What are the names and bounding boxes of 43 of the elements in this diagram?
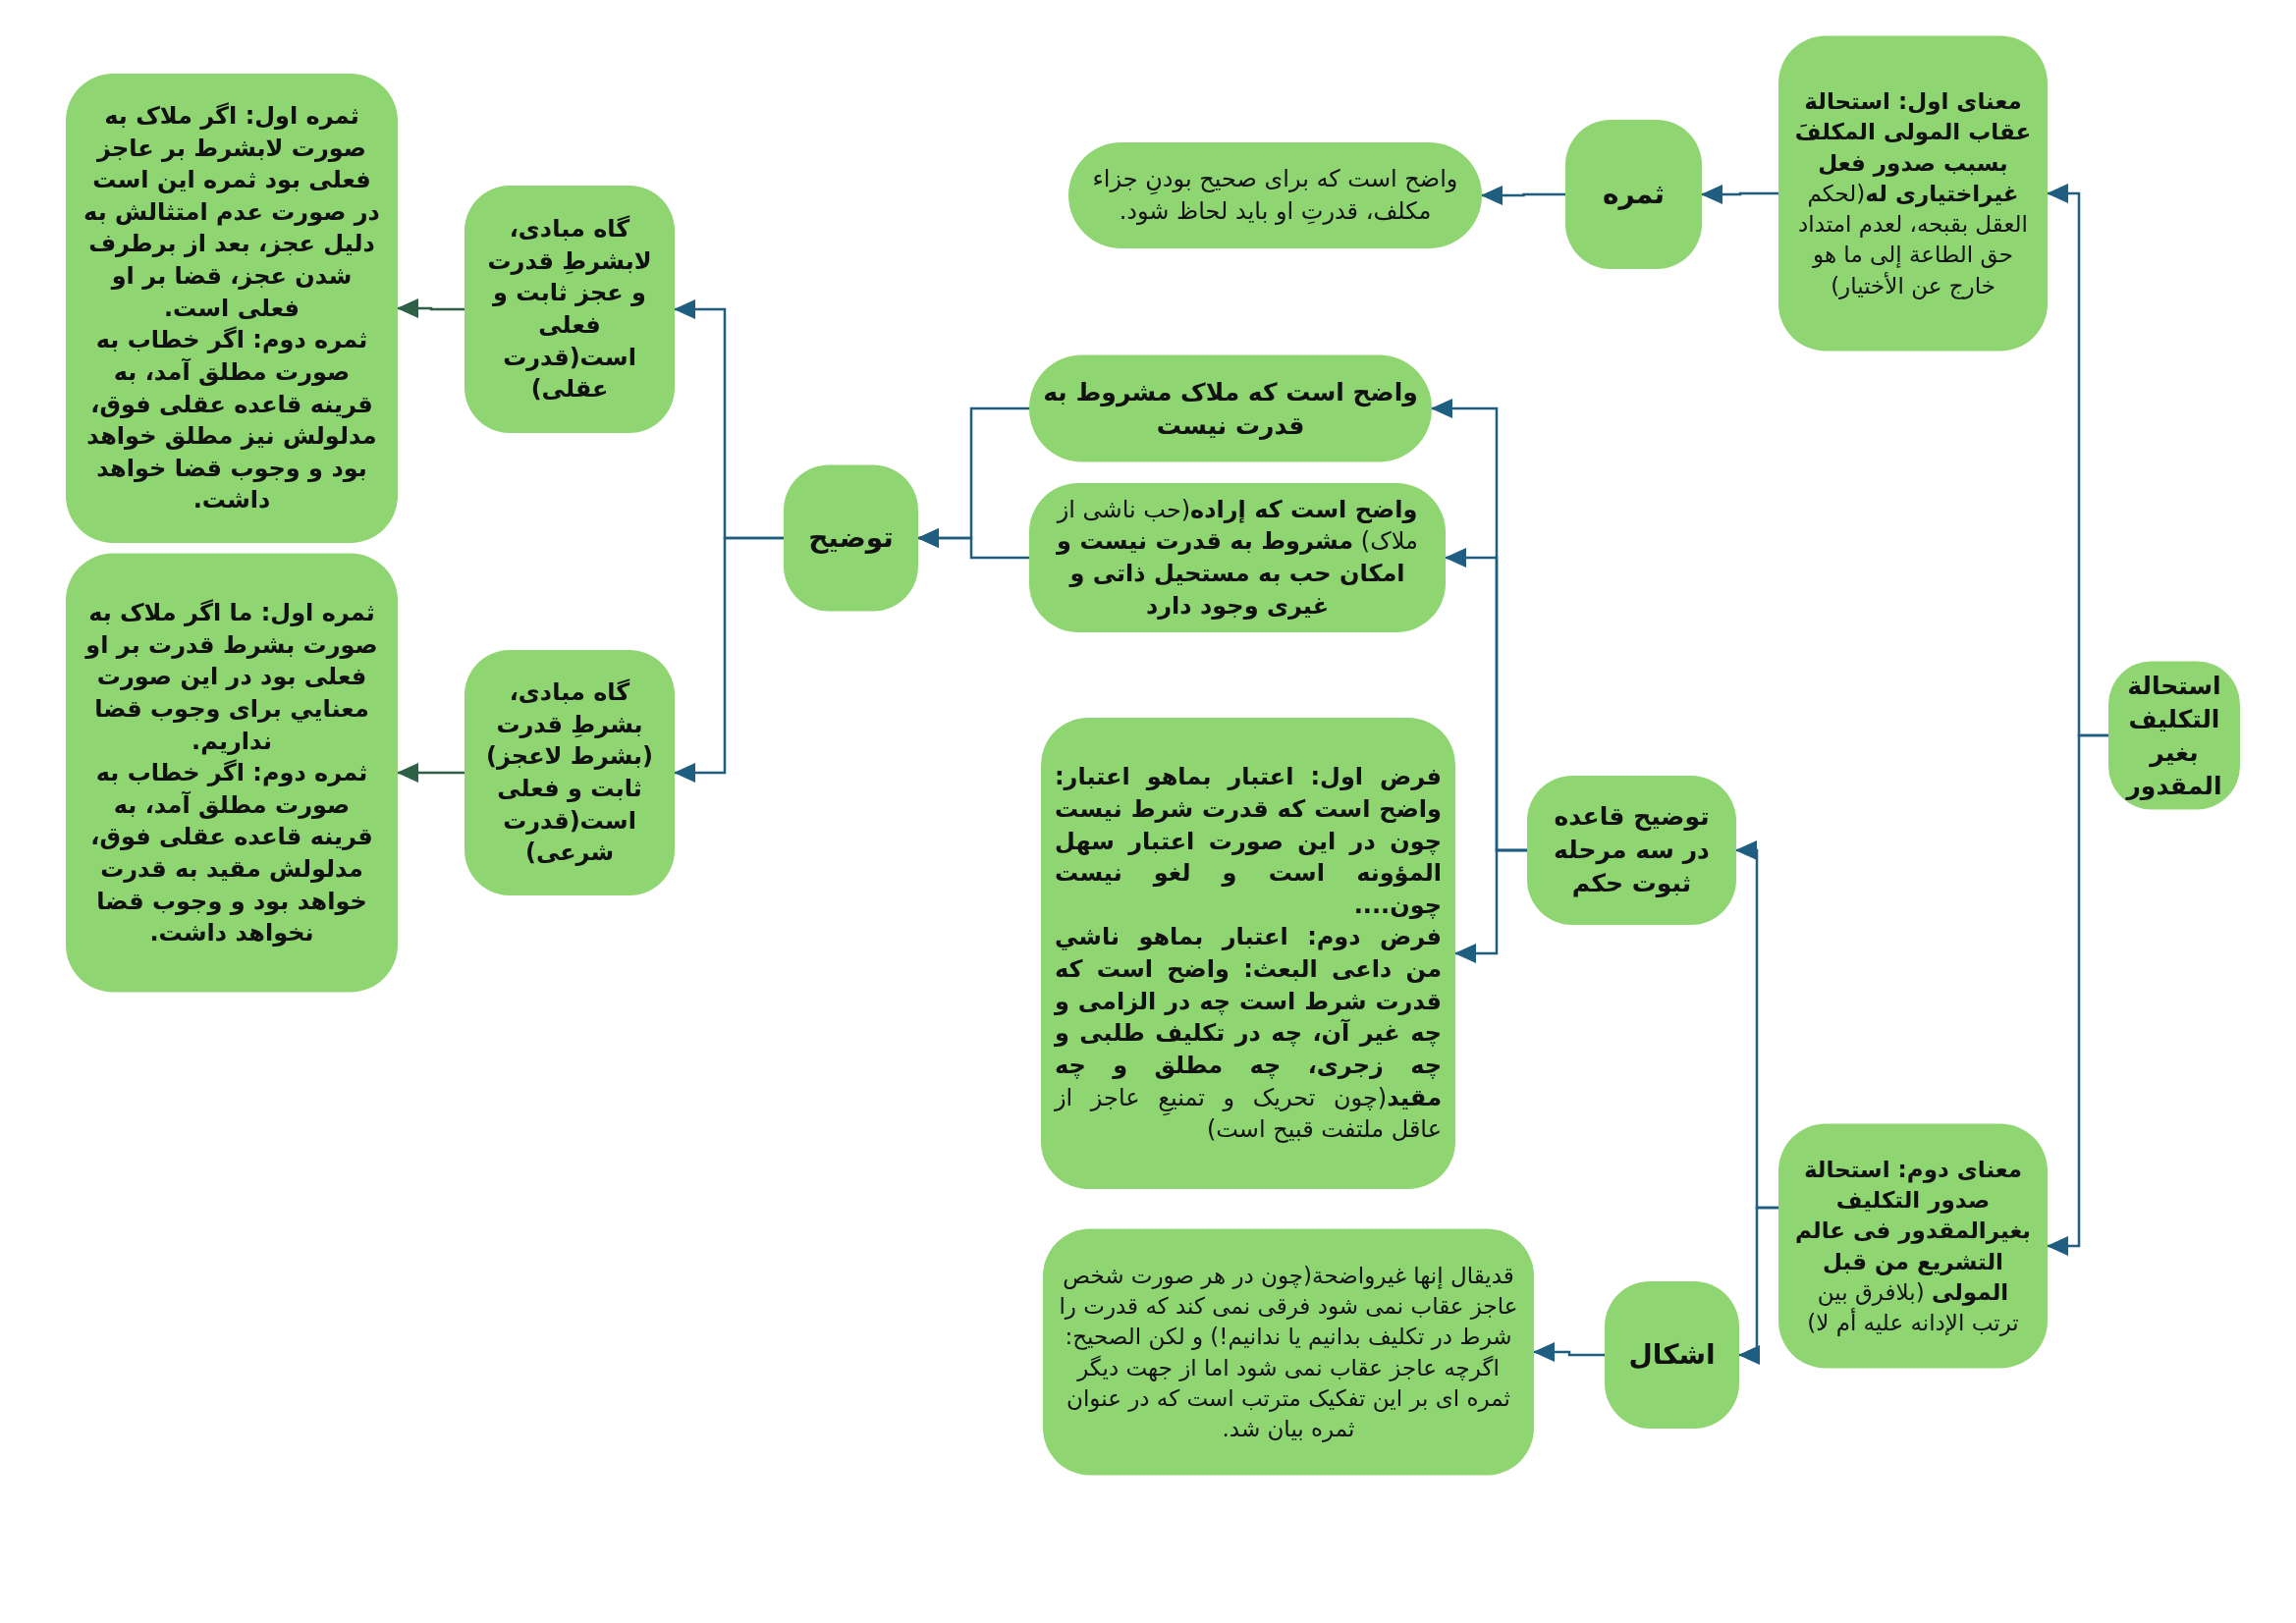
node-text: قدیقال إنها غیرواضحة(چون در هر صورت شخص عاجز عقاب نمی شود فرقی نمی کند که قدرت را شرط در تکلیف بدانیم یا ندانیم!) و لکن الصحیح: اگرچه عاجز عقاب نمی شود اما از جهت دیگر ثمره ای بر این تفکیک مترتب است که در عنوان ثمره بیان شد. (1058, 1261, 1519, 1444)
node-text: ثمره دوم: اگر خطاب به صورت مطلق آمد، به قرینه قاعده عقلی فوق، مدلولش مقید به قدرت خواهد بود و وجوب قضا نخواهد داشت. (89, 757, 374, 948)
node-text: ثمره دوم: اگر خطاب به صورت مطلق آمد، به قرینه قاعده عقلی فوق، مدلولش نیز مطلق خواهد بود و وجوب قضا خواهد داشت. (85, 325, 378, 516)
rounded-box (1778, 1123, 2048, 1369)
node-text: ثمره اول: اگر ملاک به صورت لابشرط بر عاجز فعلی بود ثمره این است در صورت عدم امتثالش به دلیل عجز، بعد از برطرف شدن عجز، قضا بر او فعلی است. (82, 100, 381, 324)
node-text: توضیح (807, 519, 895, 556)
node-text: فرض اول: اعتبار بماهو اعتبار: واضح است که قدرت شرط نیست چون در این صورت اعتبار سهل المؤونه است و لغو نیست چون.... (1055, 762, 1442, 921)
rounded-box (2108, 661, 2240, 810)
node-text: اشکال (1627, 1336, 1717, 1373)
node-text: استحالة التکلیف بغیر المقدور (2124, 670, 2223, 802)
rounded-box (1029, 483, 1446, 632)
arrow (1454, 848, 1527, 963)
rounded-box (1527, 776, 1736, 925)
node-text: گاه مبادی، لابشرطِ قدرت و عجز ثابت و فعلی است(قدرت عقلی) (486, 214, 653, 406)
rounded-box (66, 553, 398, 993)
rounded-box (465, 186, 675, 433)
node-text: ثمره اول: ما اگر ملاک به صورت بشرط قدرت بر او فعلی بود در این صورت معنایي برای وجوب قضا نداریم. (83, 597, 379, 757)
arrow (397, 298, 465, 318)
rounded-box (465, 650, 675, 895)
rounded-box (66, 74, 398, 543)
node-text: معنای دوم: استحالة صدور التکلیف بغیرالمقدور فی عالم التشریع من قبل المولی (بلافرق بین ترتب الإدانه علیه أم لا) (1794, 1155, 2032, 1338)
arrow (1738, 1206, 1778, 1365)
arrow (2047, 733, 2108, 1256)
rounded-box (1041, 718, 1455, 1189)
node-text: گاه مبادی، بشرطِ قدرت (بشرط لاعجز) ثابت و فعلی است(قدرت شرعی) (484, 677, 655, 869)
node-text: واضح است که برای صحیح بودنِ جزاء مکلف، قدرتِ او باید لحاظ شود. (1091, 164, 1459, 227)
node-text: فرض دوم: اعتبار بماهو ناشي من داعی البعث: واضح است که قدرت شرط است چه در الزامی و چه غیر آن، چه در تکلیف طلبی و چه زجری، چه مطلق و چه مقید(چون تحریک و تمنیعِ عاجز از عاقل ملتفت قبیح است) (1055, 922, 1442, 1146)
node-text: ثمره (1601, 176, 1667, 212)
node-text: واضح است که ملاک مشروط به قدرت نیست (1043, 376, 1418, 442)
arrow (674, 536, 784, 783)
rounded-box (784, 464, 918, 612)
node-text: واضح است که إراده(حب ناشی از ملاک) مشروط به قدرت نیست و امکان حب به مستحیل ذاتی و غیری وجود دارد (1055, 494, 1419, 622)
node-text: معنای اول: استحالة عقاب المولی المکلفَ بسبب صدور فعل غیراختیاری له(لحکم العقل بقبحه، لعدم امتداد حق الطاعة إلی ما هو خارج عن الأختیار) (1793, 86, 2033, 301)
arrow (397, 763, 465, 783)
rounded-box (1605, 1281, 1739, 1429)
rounded-box (1565, 120, 1702, 269)
rounded-box (1778, 35, 2048, 352)
node-text: توضیح قاعده در سه مرحله ثبوت حکم (1553, 801, 1711, 899)
arrow (1701, 185, 1778, 204)
rounded-box (1043, 1228, 1534, 1476)
arrow (917, 528, 1029, 560)
arrow (1533, 1342, 1605, 1362)
arrow (1481, 186, 1565, 205)
